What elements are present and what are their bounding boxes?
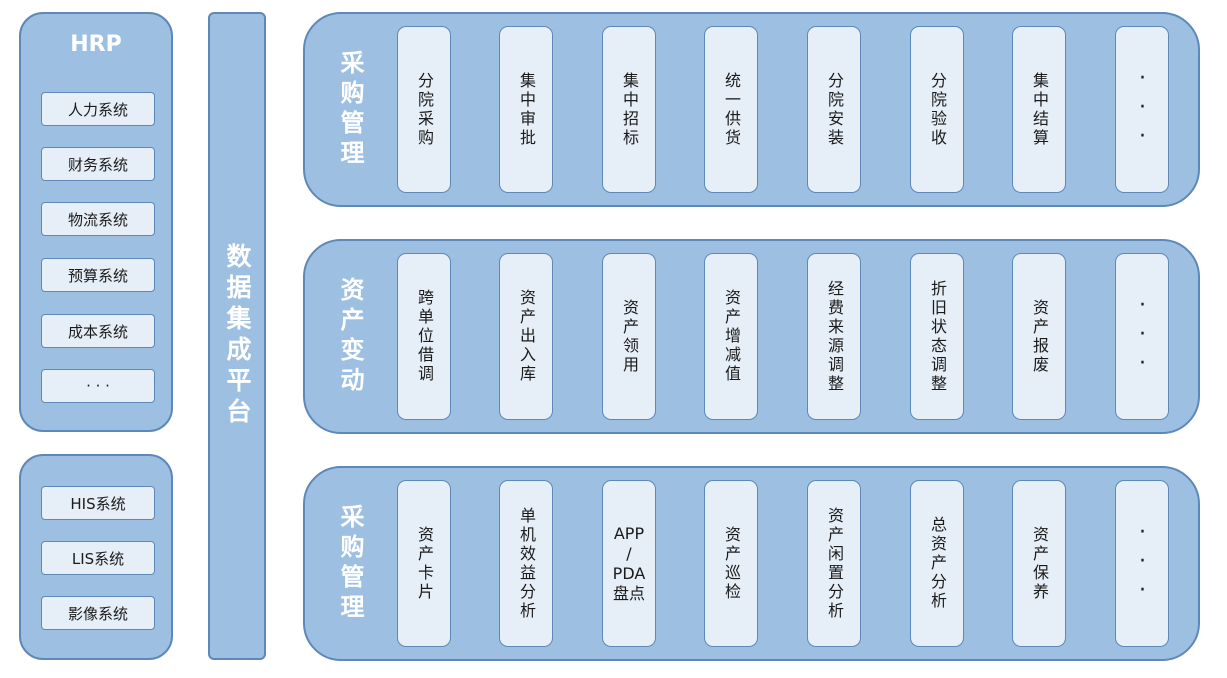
module-label: 资产出入库 — [517, 289, 536, 384]
hrp-item-cost[interactable]: 成本系统 — [41, 314, 155, 348]
platform-label: 数据集成平台 — [223, 243, 252, 429]
hrp-item-finance[interactable]: 财务系统 — [41, 147, 155, 181]
imaging-system[interactable]: 影像系统 — [41, 596, 155, 630]
module-label: 资产卡片 — [415, 525, 434, 602]
module-card[interactable]: 经费来源调整 — [807, 253, 861, 420]
module-card[interactable]: 资产卡片 — [397, 480, 451, 647]
module-label: 资产巡检 — [722, 525, 741, 602]
module-card[interactable]: 分院验收 — [910, 26, 964, 193]
module-card[interactable]: 总资产分析 — [910, 480, 964, 647]
module-card[interactable]: 集中审批 — [499, 26, 553, 193]
row-title: 资产变动 — [336, 276, 364, 397]
module-card[interactable]: 资产报废 — [1012, 253, 1066, 420]
module-label: 分院验收 — [928, 71, 947, 148]
module-card[interactable]: 统一供货 — [704, 26, 758, 193]
module-label: 分院安装 — [825, 71, 844, 148]
row-title: 采购管理 — [336, 49, 364, 170]
module-card[interactable]: 资产巡检 — [704, 480, 758, 647]
module-more[interactable]: ··· — [1115, 480, 1169, 647]
module-label: 资产增减值 — [722, 289, 741, 384]
module-card[interactable]: 单机效益分析 — [499, 480, 553, 647]
hrp-title: HRP — [70, 32, 122, 57]
module-label: 折旧状态调整 — [928, 279, 947, 394]
module-label: 统一供货 — [722, 71, 741, 148]
module-card[interactable]: 跨单位借调 — [397, 253, 451, 420]
hrp-item-budget[interactable]: 预算系统 — [41, 258, 155, 292]
module-label: 经费来源调整 — [825, 279, 844, 394]
module-label: 单机效益分析 — [517, 506, 536, 621]
hrp-panel: HRP 人力系统 财务系统 物流系统 预算系统 成本系统 · · · — [19, 12, 173, 432]
module-label: 集中招标 — [620, 71, 639, 148]
module-label: 分院采购 — [415, 71, 434, 148]
module-label: 资产报废 — [1030, 298, 1049, 375]
module-label: 集中审批 — [517, 71, 536, 148]
more-dots: ··· — [1130, 520, 1155, 607]
module-more[interactable]: ··· — [1115, 253, 1169, 420]
module-label: 集中结算 — [1030, 71, 1049, 148]
hrp-item-hr[interactable]: 人力系统 — [41, 92, 155, 126]
row-title: 采购管理 — [336, 503, 364, 624]
module-label: 资产领用 — [620, 298, 639, 375]
module-card[interactable]: 分院采购 — [397, 26, 451, 193]
module-label: 总资产分析 — [928, 516, 947, 611]
hrp-item-logistics[interactable]: 物流系统 — [41, 202, 155, 236]
module-card[interactable]: 折旧状态调整 — [910, 253, 964, 420]
module-card[interactable]: 集中结算 — [1012, 26, 1066, 193]
module-card[interactable]: 资产增减值 — [704, 253, 758, 420]
row-procurement-management: 采购管理 分院采购 集中审批 集中招标 统一供货 分院安装 分院验收 集中结算 … — [303, 12, 1200, 207]
module-label: 跨单位借调 — [415, 289, 434, 384]
module-more[interactable]: ··· — [1115, 26, 1169, 193]
more-dots: ··· — [1130, 66, 1155, 153]
lis-system[interactable]: LIS系统 — [41, 541, 155, 575]
more-dots: ··· — [1130, 293, 1155, 380]
his-system[interactable]: HIS系统 — [41, 486, 155, 520]
module-card[interactable]: 分院安装 — [807, 26, 861, 193]
hrp-item-more[interactable]: · · · — [41, 369, 155, 403]
data-integration-platform: 数据集成平台 — [208, 12, 266, 660]
module-card[interactable]: 资产闲置分析 — [807, 480, 861, 647]
module-label: 资产闲置分析 — [825, 506, 844, 621]
module-card[interactable]: 资产领用 — [602, 253, 656, 420]
module-card[interactable]: 资产保养 — [1012, 480, 1066, 647]
module-card[interactable]: 集中招标 — [602, 26, 656, 193]
other-systems-panel: HIS系统 LIS系统 影像系统 — [19, 454, 173, 660]
module-card[interactable]: 资产出入库 — [499, 253, 553, 420]
module-label: 资产保养 — [1030, 525, 1049, 602]
row-asset-change: 资产变动 跨单位借调 资产出入库 资产领用 资产增减值 经费来源调整 折旧状态调… — [303, 239, 1200, 434]
